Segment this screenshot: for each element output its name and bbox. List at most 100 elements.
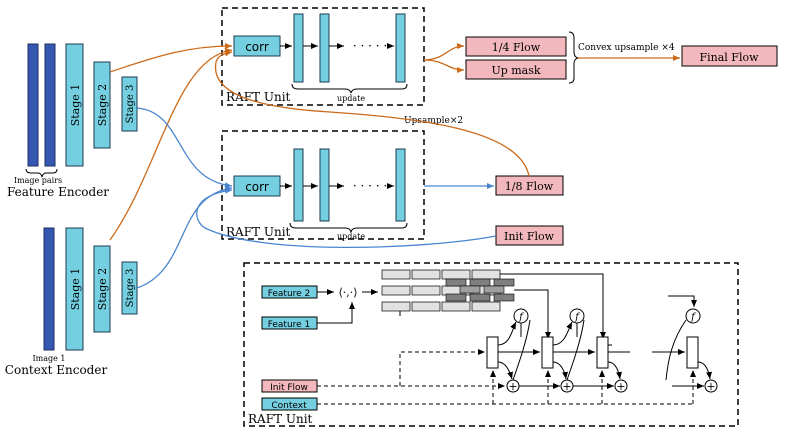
convex-upsample-label: Convex upsample ×4 xyxy=(578,43,675,53)
upsample-label: Upsample×2 xyxy=(404,116,463,126)
feedback-arrow xyxy=(512,319,531,381)
blue-connector xyxy=(196,187,497,249)
quarter-flow-label: 1/4 Flow xyxy=(492,41,541,54)
corr-label: corr xyxy=(245,180,269,194)
orange-connector xyxy=(109,48,233,241)
feedback-arrow xyxy=(665,319,687,381)
init-flow-label: Init Flow xyxy=(504,230,555,243)
volume-pooled-block xyxy=(445,278,467,287)
final-flow-box xyxy=(681,45,778,67)
orange-connector xyxy=(214,50,530,177)
gru-block xyxy=(486,336,499,369)
flow-arrow xyxy=(497,321,517,346)
update-label: update xyxy=(337,94,365,103)
lookup-line xyxy=(514,289,551,339)
image-1-caption: Image 1 xyxy=(32,354,65,363)
flow-arrow xyxy=(317,302,355,324)
update-block xyxy=(293,13,304,83)
raft-unit-label: RAFT Unit xyxy=(226,90,291,104)
blue-connector xyxy=(136,186,233,289)
flow-arrow xyxy=(497,361,513,380)
update-block xyxy=(293,148,304,222)
raft-unit-label: RAFT Unit xyxy=(226,225,291,239)
raft-frame xyxy=(221,130,425,240)
up-mask-box xyxy=(465,59,567,80)
volume-block xyxy=(471,301,501,312)
image-bar-1 xyxy=(27,43,39,167)
f-symbol: f xyxy=(574,312,581,323)
flow-arrow xyxy=(697,361,712,380)
update-block xyxy=(319,13,330,83)
plus-symbol: + xyxy=(562,380,571,393)
stage-label: Stage 3 xyxy=(125,269,136,308)
feedback-arrow xyxy=(566,319,585,381)
ellipsis: · · · · · xyxy=(353,39,387,53)
stage-label: Stage 2 xyxy=(96,268,109,311)
stage-label: Stage 2 xyxy=(96,84,109,127)
stage-block xyxy=(65,43,84,167)
lookup-line xyxy=(668,295,697,307)
volume-block xyxy=(411,269,441,280)
feature-encoder: Stage 1 Stage 2 Stage 3 Image pairs Feat… xyxy=(7,43,138,199)
feature-2-label: Feature 2 xyxy=(268,289,311,299)
gru-block xyxy=(541,336,554,369)
f-symbol: f xyxy=(690,312,697,323)
feature-1-label: Feature 1 xyxy=(268,320,311,330)
orange-connector xyxy=(109,43,233,73)
stage-block xyxy=(65,227,84,351)
arrow-to-quarter-flow xyxy=(423,43,465,61)
volume-block xyxy=(381,285,411,296)
connectors xyxy=(109,43,530,289)
stage-label: Stage 1 xyxy=(69,268,82,311)
raft-detail-frame xyxy=(243,262,739,427)
flow-arrow xyxy=(607,361,622,380)
quarter-flow-box xyxy=(465,36,567,57)
volume-block xyxy=(381,301,411,312)
stage-label: Stage 1 xyxy=(69,84,82,127)
stage-block xyxy=(93,61,111,149)
gru-block xyxy=(686,336,699,369)
volume-block xyxy=(381,269,411,280)
image-bar-2 xyxy=(44,43,56,167)
raft-unit-middle: corr · · · · · update RAFT Unit xyxy=(221,130,425,241)
update-block xyxy=(395,148,406,222)
image-bar-1 xyxy=(43,227,55,351)
image-pairs-brace xyxy=(25,168,58,178)
plus-symbol: + xyxy=(706,380,715,393)
stage-block xyxy=(93,245,111,333)
update-brace xyxy=(291,83,408,94)
plus-symbol: + xyxy=(616,380,625,393)
stage-label: Stage 3 xyxy=(125,85,136,124)
volume-pooled-block xyxy=(493,278,515,287)
arrow-to-up-mask xyxy=(423,59,465,73)
gru-block xyxy=(596,336,609,369)
volume-pooled-block xyxy=(445,293,467,302)
outputs: 1/4 Flow Up mask Convex upsample ×4 Fina… xyxy=(404,31,778,246)
feature-encoder-caption: Feature Encoder xyxy=(7,185,109,199)
init-flow-dashed xyxy=(399,349,485,386)
plus-symbol: + xyxy=(508,380,517,393)
volume-block xyxy=(411,285,441,296)
volume-pooled-block xyxy=(483,285,505,294)
plus-node xyxy=(704,379,718,393)
ellipsis: · · · · · xyxy=(353,179,387,193)
volume-pooled-block xyxy=(469,278,491,287)
update-label: update xyxy=(337,232,365,241)
update-block xyxy=(319,148,330,222)
convex-brace xyxy=(568,31,579,84)
volume-block xyxy=(441,269,471,280)
init-flow-input-label: Init Flow xyxy=(270,383,308,393)
raft-unit-detail: RAFT Unit Feature 2 Feature 1 Init Flow … xyxy=(243,262,739,427)
corr-label: corr xyxy=(245,40,269,54)
context-label: Context xyxy=(271,401,307,411)
init-flow-box xyxy=(495,225,564,246)
eighth-flow-box xyxy=(495,175,564,196)
raft-detail-label: RAFT Unit xyxy=(248,412,313,426)
stage-block xyxy=(121,76,138,132)
volume-pooled-block xyxy=(459,285,481,294)
final-flow-label: Final Flow xyxy=(700,51,760,64)
f-node xyxy=(685,308,701,324)
context-encoder-caption: Context Encoder xyxy=(5,363,108,377)
raft-frame xyxy=(221,7,425,106)
